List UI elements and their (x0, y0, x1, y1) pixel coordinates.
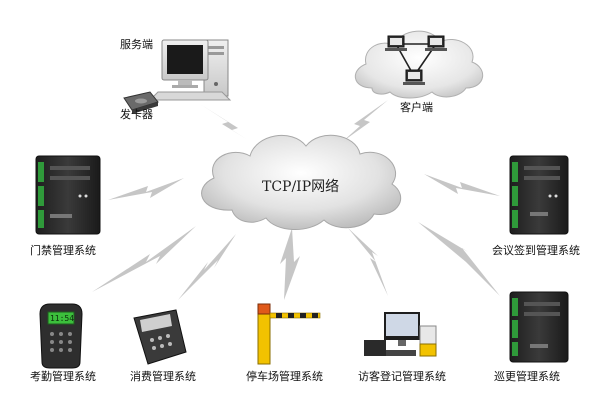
client-cloud-icon (355, 30, 483, 99)
lightning-bolt-parking (280, 228, 300, 300)
lightning-bolt-meeting (424, 174, 500, 196)
consumption-label: 消费管理系统 (130, 370, 196, 383)
access-control-label: 门禁管理系统 (30, 244, 96, 257)
parking-barrier-icon (257, 303, 321, 365)
card-issuer-label: 发卡器 (120, 108, 153, 121)
meeting-checkin-controller-icon (509, 155, 569, 235)
server-computer-icon (148, 39, 232, 101)
pc-icon (403, 69, 425, 85)
lightning-bolt-consumption (178, 234, 236, 300)
lightning-bolt-server (200, 104, 248, 140)
lightning-bolt-patrol (418, 222, 500, 296)
pc-icon (385, 35, 407, 51)
parking-label: 停车场管理系统 (246, 370, 323, 383)
network-center-label: TCP/IP网络 (262, 179, 340, 195)
lightning-bolt-attendance (92, 226, 196, 292)
patrol-controller-icon (509, 291, 569, 363)
lightning-bolt-client (342, 100, 388, 142)
attendance-label: 考勤管理系统 (30, 370, 96, 383)
patrol-label: 巡更管理系统 (494, 370, 560, 383)
lightning-bolt-visitor (348, 228, 388, 296)
server-label: 服务端 (120, 38, 153, 51)
card-issuer-icon (123, 91, 159, 114)
attendance-lcd-readout: 11:54 (49, 314, 75, 323)
visitor-station-icon (364, 312, 437, 357)
client-label: 客户端 (400, 101, 433, 114)
access-control-controller-icon (35, 155, 101, 235)
pc-icon (425, 35, 447, 51)
tcp-ip-cloud (201, 134, 402, 231)
consumption-terminal-icon (133, 309, 187, 365)
meeting-checkin-label: 会议签到管理系统 (492, 244, 580, 257)
attendance-terminal-icon (39, 303, 83, 369)
lightning-bolt-access-control (108, 178, 184, 200)
visitor-label: 访客登记管理系统 (358, 370, 446, 383)
